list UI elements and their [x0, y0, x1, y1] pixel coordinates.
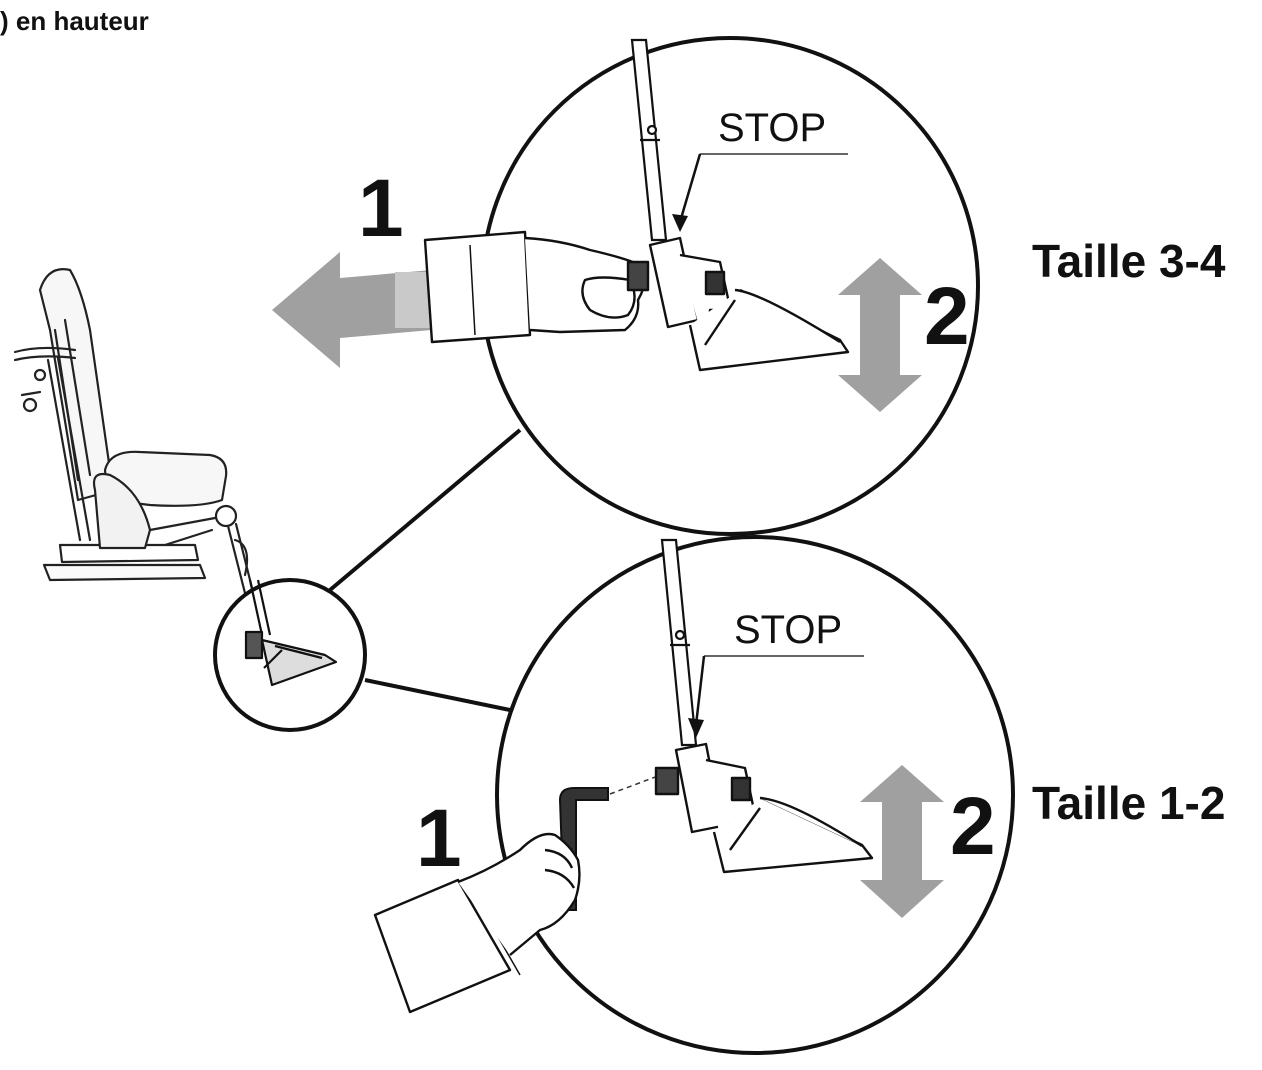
upper-hand	[423, 230, 650, 344]
upper-stop-label: STOP	[718, 106, 827, 150]
upper-step-1-label: 1	[358, 163, 404, 254]
lower-size-label: Taille 1-2	[1032, 777, 1226, 829]
lower-step-1-label: 1	[416, 793, 462, 884]
upper-step-2-label: 2	[924, 271, 970, 362]
connector-line-upper	[328, 428, 522, 592]
upper-clamp-footrest	[648, 236, 850, 372]
upper-stop-pointer	[678, 153, 702, 223]
lower-stop-pointer	[694, 655, 706, 726]
lower-step-2-label: 2	[950, 781, 996, 872]
lower-hand	[373, 832, 581, 1014]
small-footrest-circle	[213, 578, 367, 732]
lower-clamp-footrest	[654, 742, 874, 874]
lower-detail-circle	[495, 535, 1015, 1055]
page-title: ) en hauteur	[0, 6, 149, 36]
connector-line-lower	[364, 678, 511, 712]
upper-adjust-arrow	[838, 258, 922, 412]
chair-illustration	[13, 268, 258, 607]
lower-adjust-arrow	[860, 765, 944, 918]
upper-tube	[630, 38, 668, 242]
lower-stop-label: STOP	[734, 608, 843, 652]
upper-size-label: Taille 3-4	[1032, 235, 1226, 287]
